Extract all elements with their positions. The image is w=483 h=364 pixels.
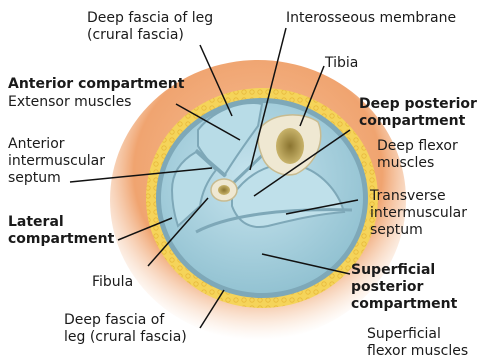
label-deep-fascia-bottom-line2: leg (crural fascia): [64, 329, 187, 346]
label-tibia: Tibia: [325, 55, 358, 72]
label-transverse-line3: septum: [370, 222, 467, 239]
fibula-marrow: [218, 185, 230, 195]
label-superficial-flexor-muscles: Superficial flexor muscles: [367, 326, 468, 360]
label-extensor-muscles: Extensor muscles: [8, 94, 131, 111]
label-deep-fascia-top: Deep fascia of leg (crural fascia): [87, 10, 213, 44]
label-deep-fascia-top-line1: Deep fascia of leg: [87, 10, 213, 27]
label-fibula: Fibula: [92, 274, 133, 291]
label-deep-posterior-compartment: Deep posterior compartment: [359, 96, 477, 130]
label-transverse-line2: intermuscular: [370, 205, 467, 222]
label-superficial-flexor-line1: Superficial: [367, 326, 468, 343]
label-deep-posterior-line1: Deep posterior: [359, 96, 477, 113]
label-lateral-compartment: Lateral compartment: [8, 214, 114, 248]
label-deep-flexor-line2: muscles: [377, 155, 458, 172]
label-superficial-flexor-line2: flexor muscles: [367, 343, 468, 360]
label-transverse-intermuscular-septum: Transverse intermuscular septum: [370, 188, 467, 239]
label-anterior-compartment: Anterior compartment: [8, 76, 184, 93]
label-deep-fascia-bottom-line1: Deep fascia of: [64, 312, 187, 329]
label-deep-flexor-line1: Deep flexor: [377, 138, 458, 155]
label-superficial-line1: Superficial: [351, 262, 457, 279]
label-lateral-line2: compartment: [8, 231, 114, 248]
label-transverse-line1: Transverse: [370, 188, 467, 205]
label-deep-posterior-line2: compartment: [359, 113, 477, 130]
label-lateral-line1: Lateral: [8, 214, 114, 231]
tibia-marrow: [276, 128, 304, 164]
label-superficial-line3: compartment: [351, 296, 457, 313]
label-deep-fascia-top-line2: (crural fascia): [87, 27, 213, 44]
label-anterior-septum-line3: septum: [8, 170, 105, 187]
label-anterior-intermuscular-septum: Anterior intermuscular septum: [8, 136, 105, 187]
label-deep-flexor-muscles: Deep flexor muscles: [377, 138, 458, 172]
label-superficial-posterior-compartment: Superficial posterior compartment: [351, 262, 457, 313]
label-interosseous-membrane: Interosseous membrane: [286, 10, 456, 27]
label-deep-fascia-bottom: Deep fascia of leg (crural fascia): [64, 312, 187, 346]
label-anterior-compartment-text: Anterior compartment: [8, 76, 184, 93]
label-extensor-muscles-text: Extensor muscles: [8, 94, 131, 111]
label-fibula-text: Fibula: [92, 274, 133, 291]
label-tibia-text: Tibia: [325, 55, 358, 72]
label-anterior-septum-line2: intermuscular: [8, 153, 105, 170]
label-superficial-line2: posterior: [351, 279, 457, 296]
label-anterior-septum-line1: Anterior: [8, 136, 105, 153]
label-interosseous-text: Interosseous membrane: [286, 10, 456, 27]
